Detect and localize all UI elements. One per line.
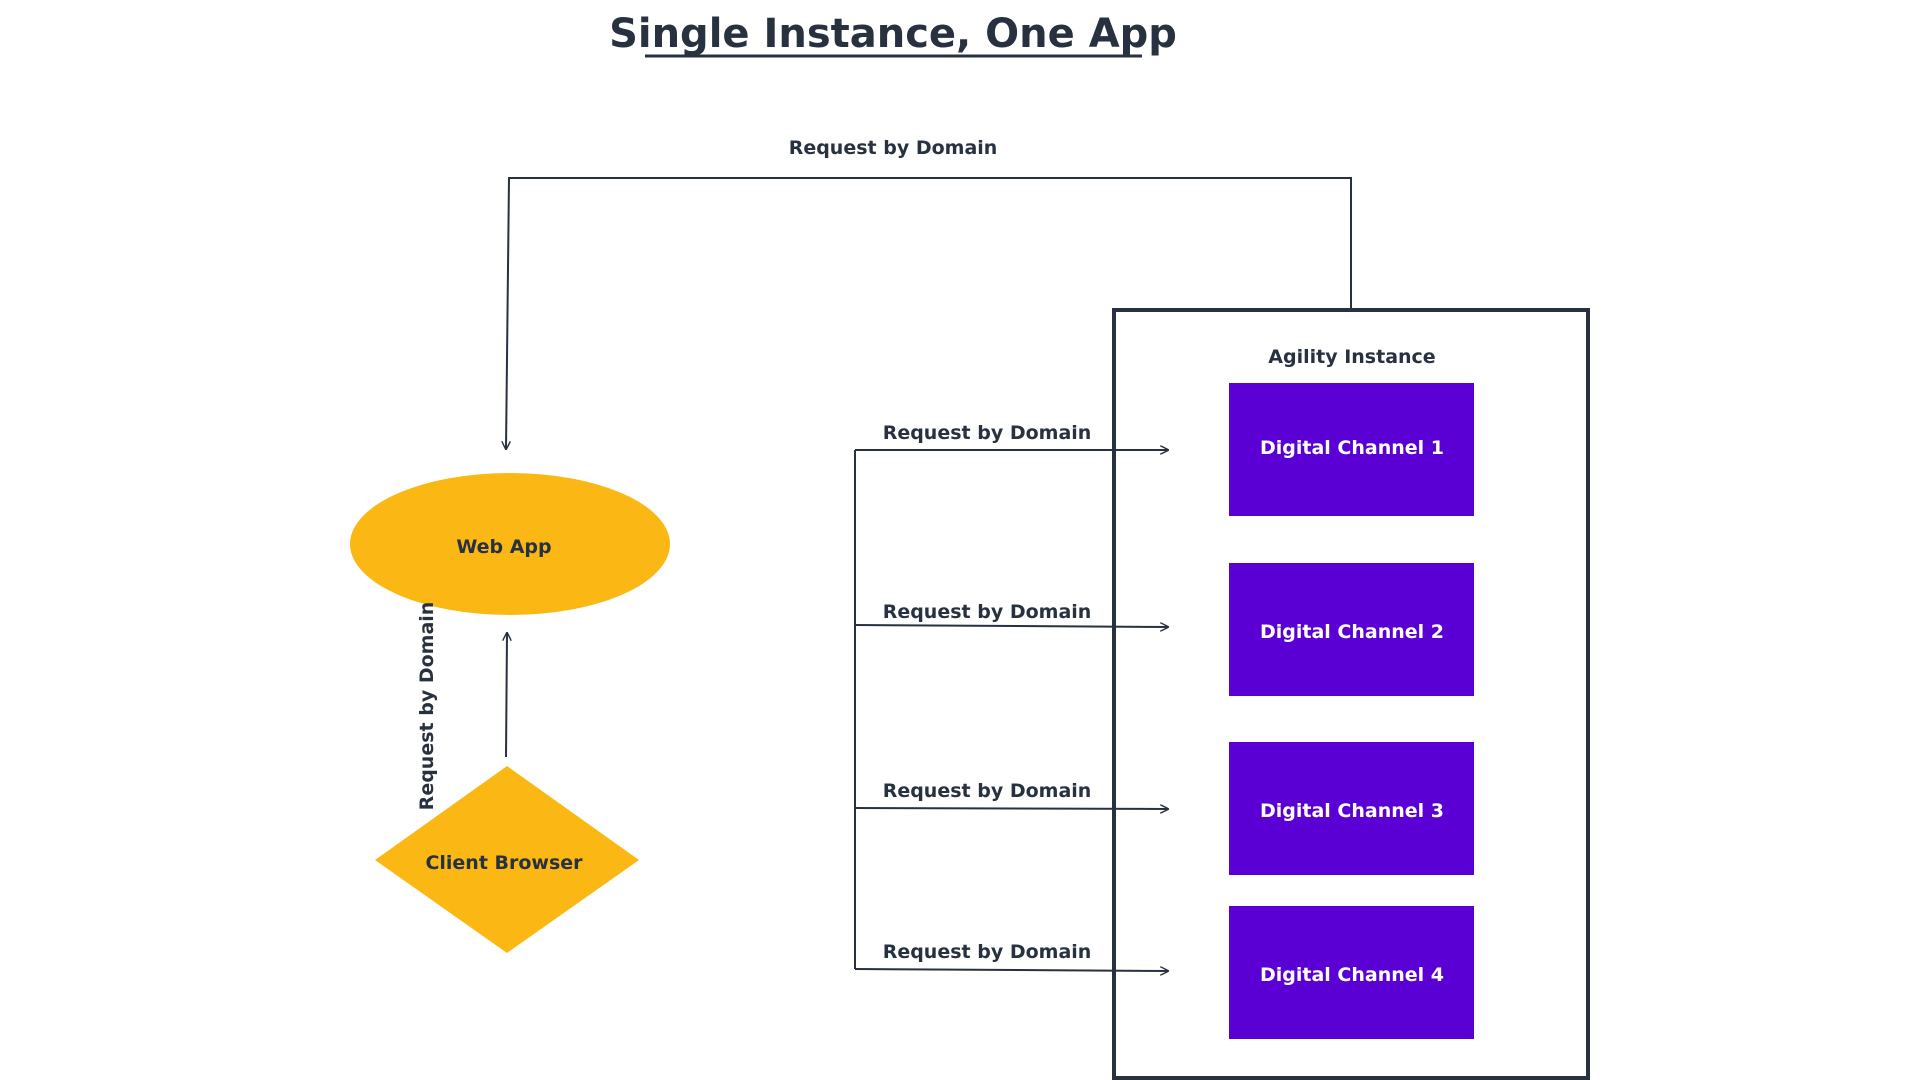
digital-channel-4-box <box>1229 906 1474 1039</box>
channel-1-connector-label: Request by Domain <box>883 422 1092 444</box>
digital-channel-2-box <box>1229 563 1474 696</box>
channel-2-connector-label: Request by Domain <box>883 601 1092 623</box>
top-connector-label: Request by Domain <box>789 137 998 159</box>
digital-channel-2-label: Digital Channel 2 <box>1260 621 1444 643</box>
channel-2-connector <box>854 625 1168 627</box>
channel-3-connector-label: Request by Domain <box>883 780 1092 802</box>
client-browser-label: Client Browser <box>425 852 583 874</box>
digital-channel-4-label: Digital Channel 4 <box>1260 964 1444 986</box>
client-browser-node <box>375 766 639 953</box>
browser-to-webapp-line <box>506 633 507 758</box>
digital-channel-1-box <box>1229 383 1474 516</box>
web-app-node <box>350 473 670 615</box>
diagram-title: Single Instance, One App <box>609 11 1177 57</box>
digital-channel-3-label: Digital Channel 3 <box>1260 800 1444 822</box>
channel-4-connector <box>854 969 1168 971</box>
digital-channel-1-label: Digital Channel 1 <box>1260 437 1444 459</box>
agility-instance-label: Agility Instance <box>1268 346 1435 368</box>
web-app-label: Web App <box>456 536 551 558</box>
top-connector-line <box>506 177 1352 449</box>
agility-instance-container <box>1112 308 1590 1080</box>
browser-to-webapp-label: Request by Domain <box>416 602 438 811</box>
channel-3-connector <box>854 808 1168 809</box>
channel-4-connector-label: Request by Domain <box>883 941 1092 963</box>
digital-channel-3-box <box>1229 742 1474 875</box>
